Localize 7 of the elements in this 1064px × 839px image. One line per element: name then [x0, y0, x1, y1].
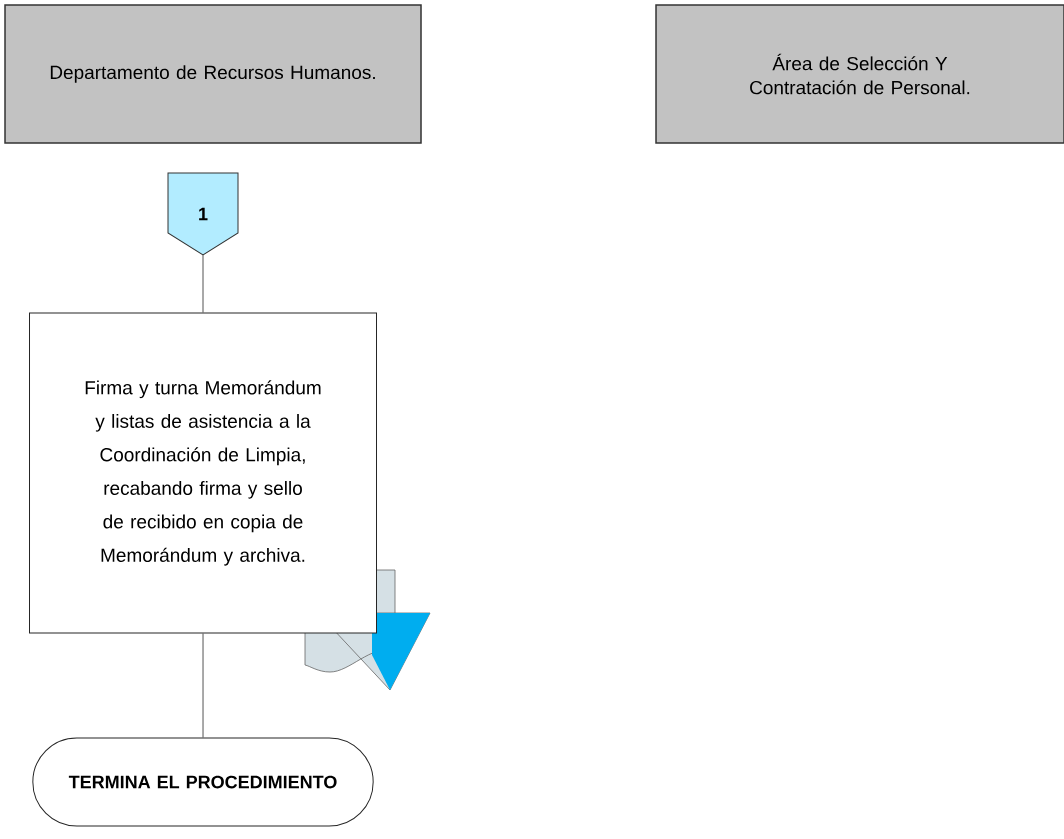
connector-line — [202, 254, 204, 313]
connector-line — [202, 633, 204, 738]
lane-header: Área de Selección Y Contratación de Personal. — [655, 4, 1064, 144]
lane-header: Departamento de Recursos Humanos. — [4, 4, 422, 144]
process-box: Firma y turna Memorándum y listas de asistencia a la Coordinación de Limpia, recabando firma y sello de recibido en copia de Memorándum y archiva. — [29, 312, 377, 634]
off-page-connector: 1 — [167, 172, 239, 256]
terminator: TERMINA EL PROCEDIMIENTO — [32, 737, 374, 827]
